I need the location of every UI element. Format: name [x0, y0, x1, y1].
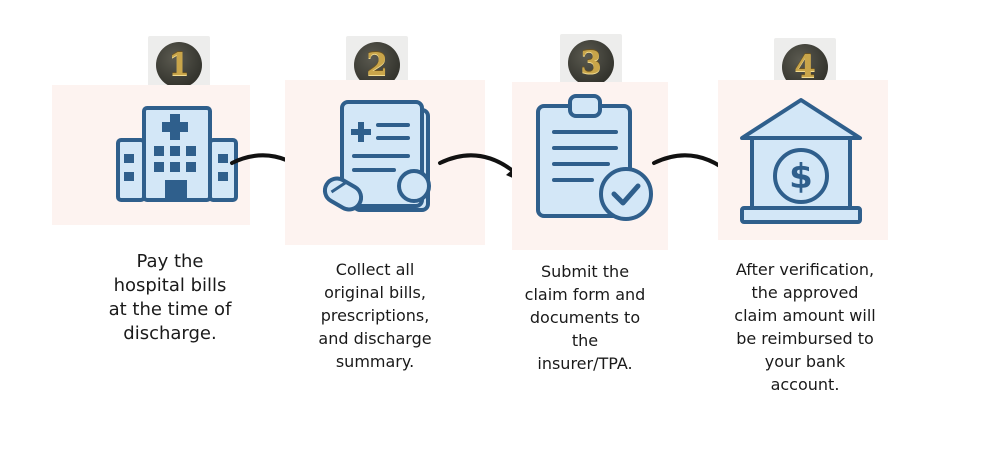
step-1-caption: Pay the hospital bills at the time of di… — [108, 251, 232, 344]
hospital-icon — [116, 106, 238, 202]
step-1-number-badge: 1 — [156, 42, 202, 88]
step-3-number-badge: 3 — [568, 40, 614, 86]
svg-text:$: $ — [789, 157, 813, 197]
bank-dollar-icon: $ — [740, 98, 862, 224]
step-3-caption: Submit the claim form and documents to t… — [524, 262, 646, 373]
step-2-caption: Collect all original bills, prescription… — [318, 260, 432, 371]
step-4-caption: After verification, the approved claim a… — [734, 260, 876, 394]
clipboard-check-icon — [536, 94, 653, 221]
documents-pills-icon — [322, 100, 431, 212]
